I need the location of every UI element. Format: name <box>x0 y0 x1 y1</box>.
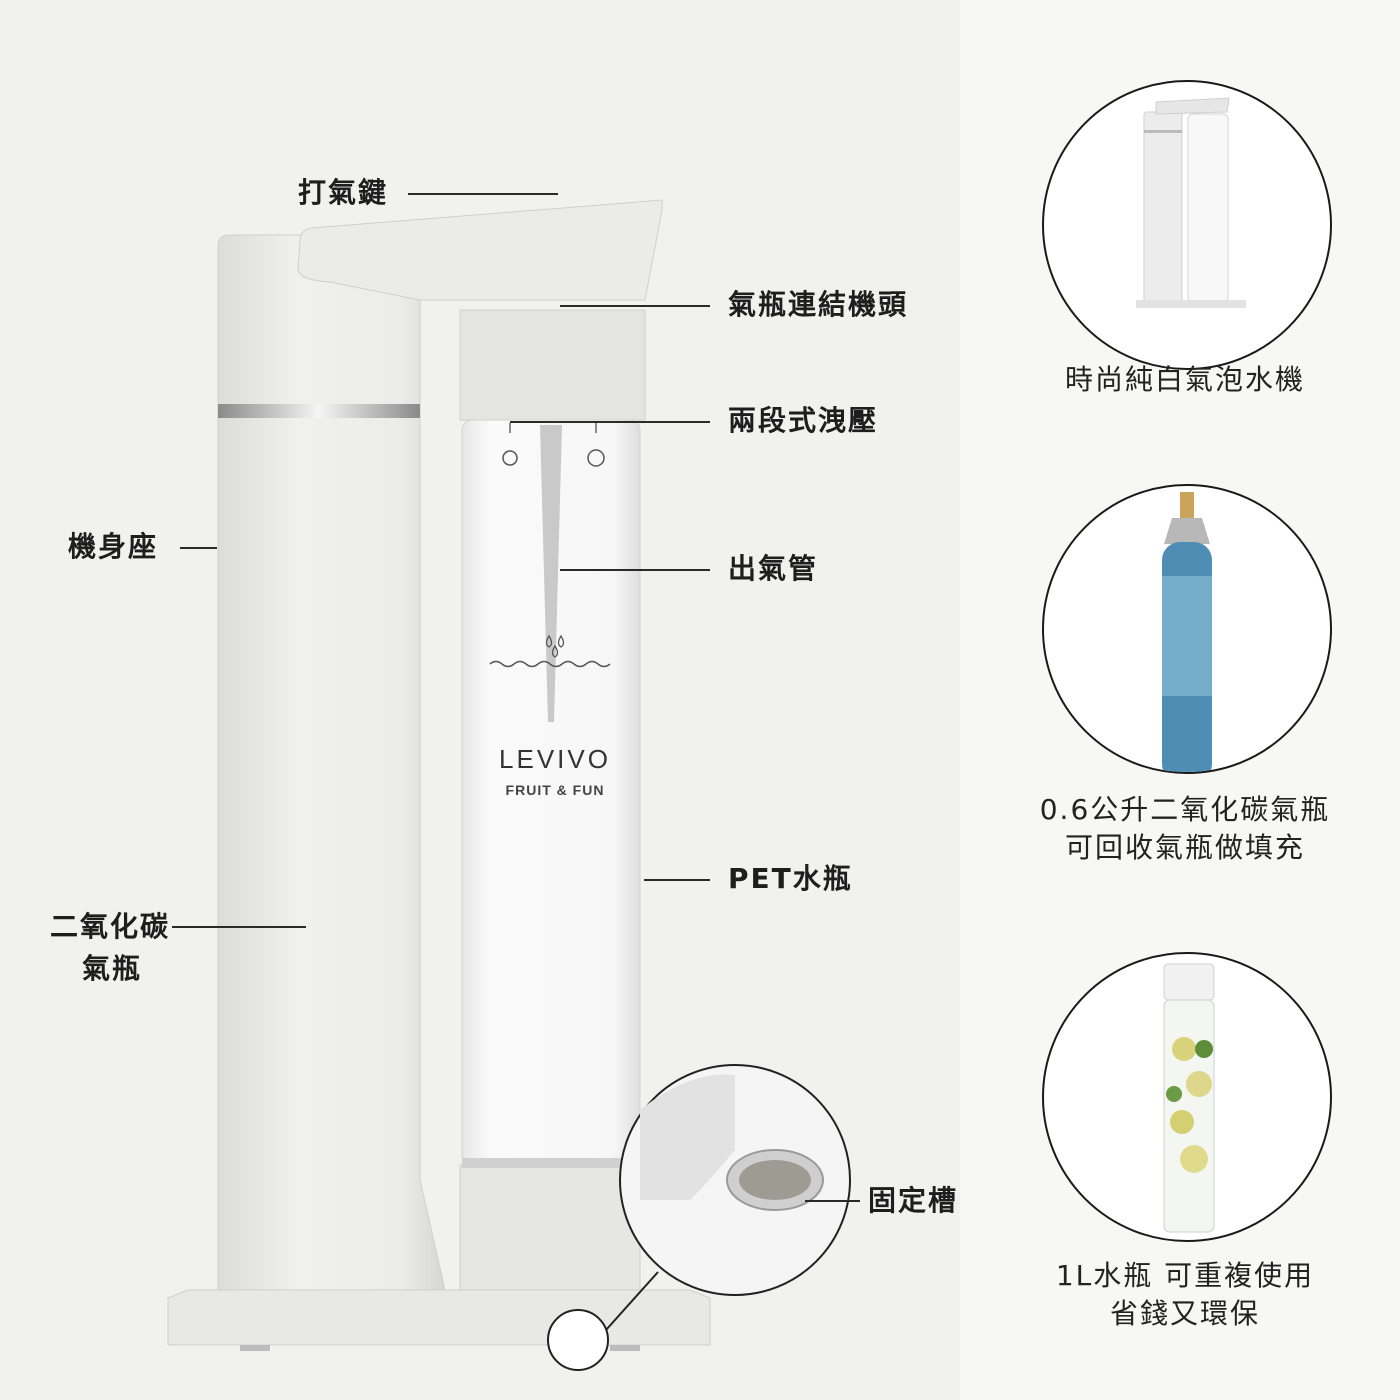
label-cylinder-head: 氣瓶連結機頭 <box>728 288 909 321</box>
leader-two-stage-release <box>510 421 710 423</box>
label-outlet-tube: 出氣管 <box>728 552 819 585</box>
label-co2-line1: 二氧化碳 <box>50 910 171 943</box>
soda-machine-illustration <box>167 199 851 1371</box>
feature-circle-water-bottle <box>1042 952 1332 1242</box>
brand-logo-text: LEVIVO <box>499 744 611 774</box>
leader-outlet-tube <box>560 569 710 571</box>
label-co2-line2: 氣瓶 <box>82 952 143 985</box>
feature-circle-co2-cylinder <box>1042 484 1332 774</box>
feature-caption-bottle-line1: 1L水瓶 可重複使用 <box>1055 1259 1315 1292</box>
feature-caption-co2-line1: 0.6公升二氧化碳氣瓶 <box>1039 793 1331 826</box>
label-body-base: 機身座 <box>68 530 159 563</box>
label-pump-button: 打氣鍵 <box>298 176 389 209</box>
label-pet-bottle: PET水瓶 <box>728 862 853 895</box>
leader-cylinder-head <box>560 305 710 307</box>
pump-lever <box>297 199 663 301</box>
leader-co2-cylinder <box>172 926 306 928</box>
cylinder-head-block <box>459 309 646 421</box>
body-column <box>217 234 446 1291</box>
feature-caption-machine: 時尚純白氣泡水機 <box>1064 363 1305 396</box>
label-fixing-slot: 固定槽 <box>868 1184 959 1217</box>
leader-pump-button <box>408 193 558 195</box>
brand-tagline: FRUIT & FUN <box>505 782 605 798</box>
label-two-stage-release: 兩段式洩壓 <box>728 404 879 437</box>
machine-base <box>167 1289 711 1346</box>
feature-caption-bottle-line2: 省錢又環保 <box>1109 1297 1260 1330</box>
feature-circle-machine <box>1042 80 1332 370</box>
feature-caption-co2-line2: 可回收氣瓶做填充 <box>1064 831 1305 864</box>
leader-fixing-slot <box>805 1200 860 1202</box>
leader-pet-bottle <box>644 879 710 881</box>
leader-body-base <box>180 547 217 549</box>
bottle-stand <box>459 1164 641 1291</box>
